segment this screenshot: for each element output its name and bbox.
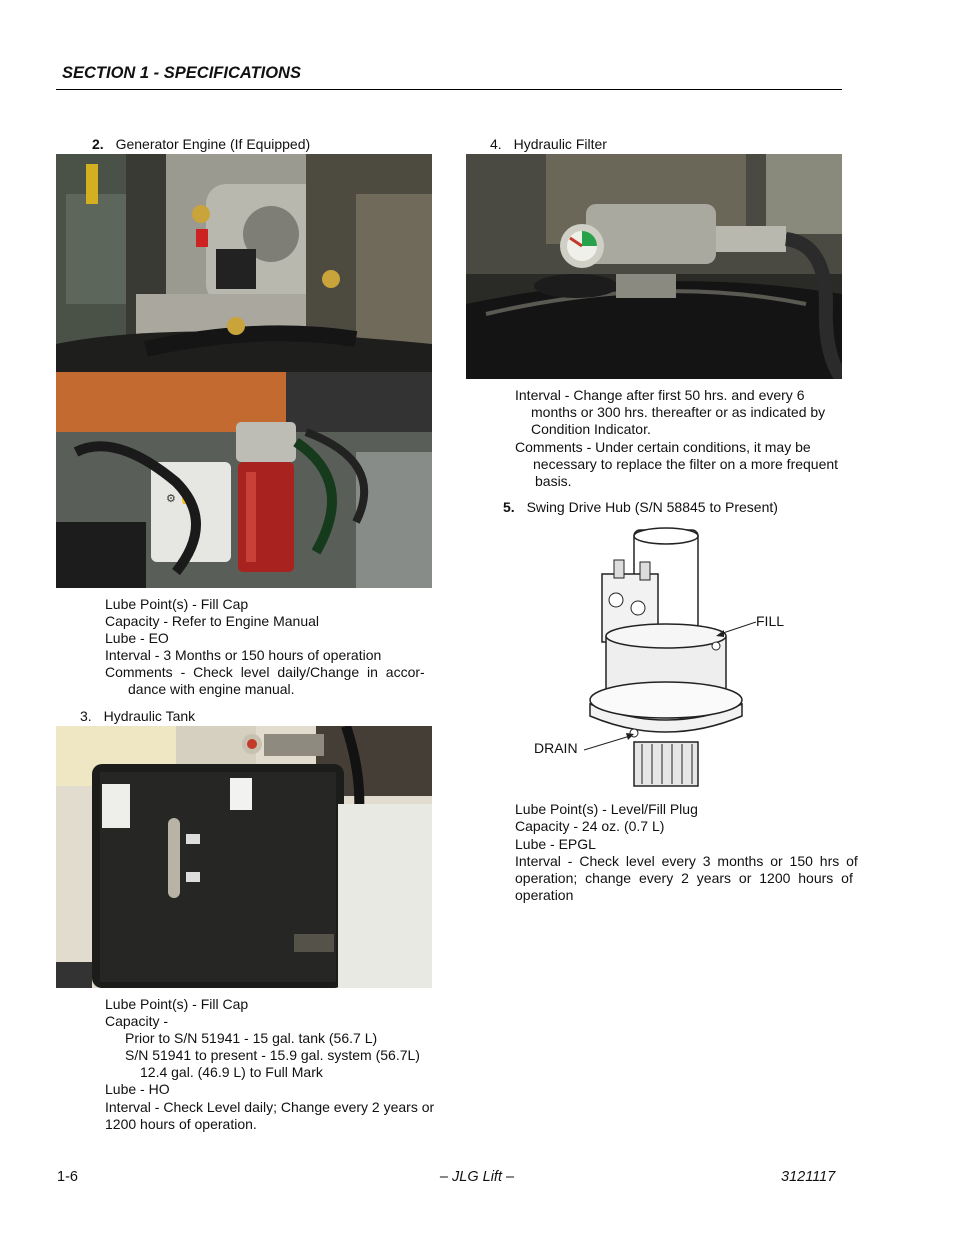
tank-spec-capacity-prior: Prior to S/N 51941 - 15 gal. tank (56.7 … — [125, 1030, 378, 1046]
tank-spec-lube-point: Lube Point(s) - Fill Cap — [105, 996, 249, 1012]
tank-number: 3. — [80, 708, 92, 724]
generator-spec-comments-cont: dance with engine manual. — [128, 681, 295, 697]
tank-spec-interval-cont: 1200 hours of operation. — [105, 1116, 257, 1132]
swing-title: Swing Drive Hub (S/N 58845 to Present) — [526, 499, 778, 515]
swing-drive-hub-drawing — [586, 526, 746, 788]
generator-number: 2. — [92, 136, 104, 152]
filter-comments-cont1: necessary to replace the filter on a mor… — [533, 456, 839, 472]
tank-spec-lube: Lube - HO — [105, 1081, 170, 1097]
doc-number: 3121117 — [781, 1169, 836, 1185]
swing-spec-interval-end: operation — [515, 887, 574, 903]
page-number: 1-6 — [57, 1169, 78, 1185]
filter-heading: 4. Hydraulic Filter — [490, 136, 607, 153]
generator-filter-photo: ⚙ ✋ — [56, 372, 432, 588]
swing-spec-interval-cont: operation; change every 2 years or 1200 … — [515, 870, 853, 886]
generator-spec-capacity: Capacity - Refer to Engine Manual — [105, 613, 319, 629]
section-title: SECTION 1 - SPECIFICATIONS — [62, 64, 301, 82]
tank-spec-full-mark: 12.4 gal. (46.9 L) to Full Mark — [140, 1064, 323, 1080]
hydraulic-filter-photo — [466, 154, 842, 379]
tank-spec-capacity-present: S/N 51941 to present - 15.9 gal. system … — [125, 1047, 420, 1063]
generator-heading: 2. Generator Engine (If Equipped) — [92, 136, 310, 153]
header-rule — [56, 89, 842, 90]
swing-spec-interval: Interval - Check level every 3 months or… — [515, 853, 858, 869]
generator-title: Generator Engine (If Equipped) — [115, 136, 311, 152]
filter-comments-cont2: basis. — [535, 473, 572, 489]
filter-interval-cont1: months or 300 hrs. thereafter or as indi… — [531, 404, 826, 420]
tank-spec-capacity: Capacity - — [105, 1013, 169, 1029]
generator-engine-photo-top — [56, 154, 432, 372]
tank-title: Hydraulic Tank — [103, 708, 196, 724]
swing-heading: 5. Swing Drive Hub (S/N 58845 to Present… — [503, 499, 778, 516]
fill-arrow-icon — [716, 621, 757, 637]
swing-spec-lube-point: Lube Point(s) - Level/Fill Plug — [515, 801, 698, 817]
filter-comments: Comments - Under certain conditions, it … — [515, 439, 811, 455]
filter-interval: Interval - Change after first 50 hrs. an… — [515, 387, 805, 403]
drain-arrow-icon — [583, 733, 634, 751]
tank-spec-interval: Interval - Check Level daily; Change eve… — [105, 1099, 435, 1115]
footer-brand: – JLG Lift – — [439, 1169, 515, 1185]
generator-spec-interval: Interval - 3 Months or 150 hours of oper… — [105, 647, 382, 663]
swing-spec-lube: Lube - EPGL — [515, 836, 596, 852]
drain-label: DRAIN — [534, 740, 578, 756]
filter-number: 4. — [490, 136, 502, 152]
generator-spec-lube-point: Lube Point(s) - Fill Cap — [105, 596, 249, 612]
hydraulic-tank-photo — [56, 726, 432, 988]
tank-heading: 3. Hydraulic Tank — [80, 708, 195, 725]
filter-title: Hydraulic Filter — [513, 136, 607, 152]
generator-spec-lube: Lube - EO — [105, 630, 169, 646]
generator-spec-comments: Comments - Check level daily/Change in a… — [105, 664, 425, 680]
filter-interval-cont2: Condition Indicator. — [531, 421, 651, 437]
fill-label: FILL — [756, 613, 785, 629]
swing-spec-capacity: Capacity - 24 oz. (0.7 L) — [515, 818, 665, 834]
swing-number: 5. — [503, 499, 515, 515]
